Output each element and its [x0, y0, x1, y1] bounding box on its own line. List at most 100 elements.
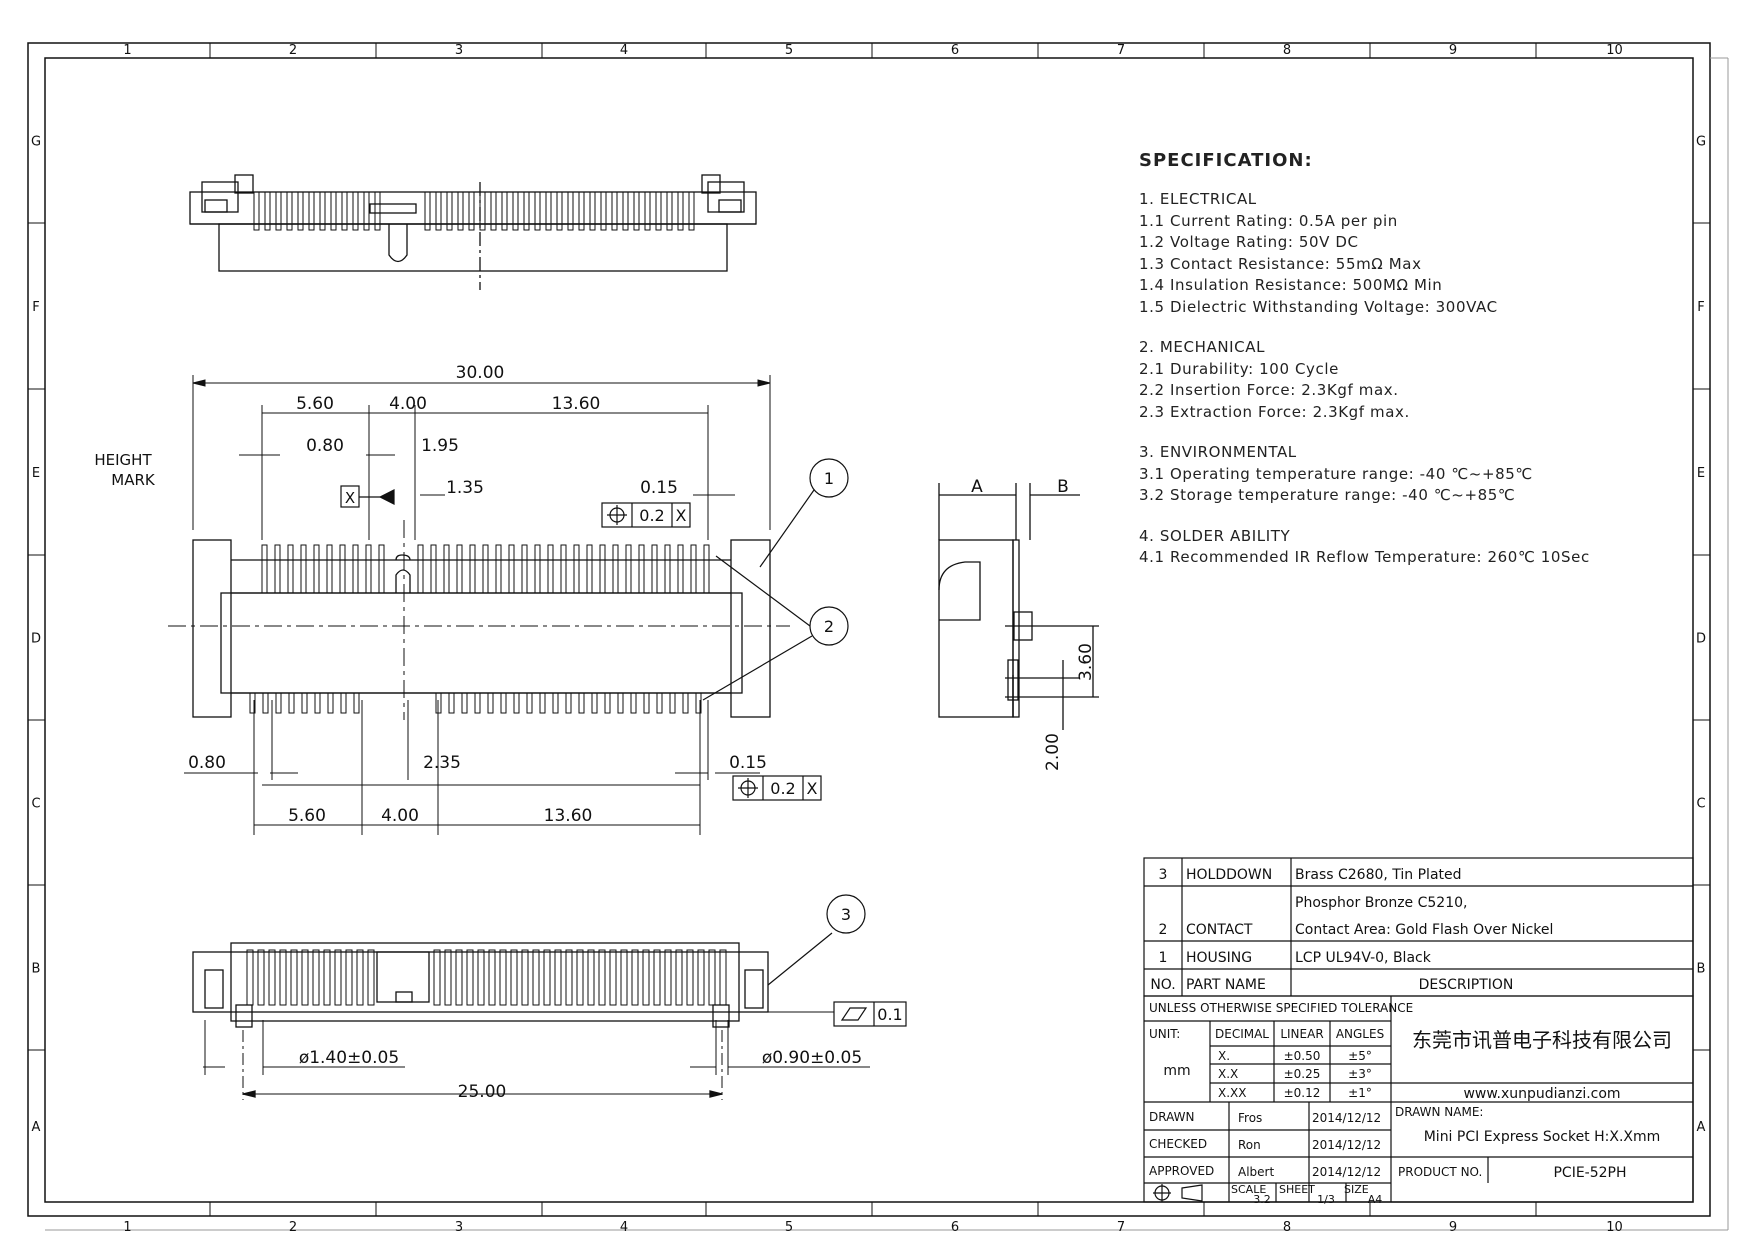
contact-pin	[534, 191, 541, 231]
bom-name-1: HOUSING	[1186, 950, 1252, 966]
contact-pin	[319, 191, 326, 231]
contact-pin	[611, 191, 618, 231]
spec-item: 1.5 Dielectric Withstanding Voltage: 300…	[1139, 297, 1498, 316]
gdt-frames	[340, 485, 907, 1027]
drawn-date: 2014/12/12	[1312, 1111, 1381, 1125]
contact-pin	[688, 191, 695, 231]
bom-desc-1: LCP UL94V-0, Black	[1295, 950, 1432, 966]
contact-pin	[313, 544, 320, 594]
dim-top-a: 5.60	[296, 394, 334, 414]
zone-column-label: 2	[289, 43, 297, 58]
drawn-name-value: Mini PCI Express Socket H:X.Xmm	[1424, 1129, 1661, 1145]
contact-pin	[508, 544, 515, 594]
contact-pin	[246, 949, 254, 1006]
zone-column-label: 9	[1449, 1220, 1457, 1235]
contact-pin	[565, 949, 573, 1006]
approved-by: Albert	[1238, 1165, 1274, 1179]
dim-top-c: 13.60	[552, 394, 601, 414]
contact-pin	[424, 191, 431, 231]
zone-row-label: D	[31, 632, 41, 647]
contact-pin	[677, 544, 684, 594]
contact-pin	[352, 544, 359, 594]
checked-date: 2014/12/12	[1312, 1138, 1381, 1152]
contact-pin	[479, 191, 486, 231]
drawn-name-label: DRAWN NAME:	[1395, 1105, 1483, 1119]
contact-pin	[444, 949, 452, 1006]
spec-item: 3.2 Storage temperature range: -40 ℃~+85…	[1139, 486, 1516, 504]
spec-item: 2.2 Insertion Force: 2.3Kgf max.	[1139, 381, 1399, 399]
spec-item: 2.1 Durability: 100 Cycle	[1139, 359, 1339, 378]
contact-pin	[275, 692, 282, 714]
spec-section-heading: 2. MECHANICAL	[1139, 338, 1266, 356]
bom-desc-2a: Phosphor Bronze C5210,	[1295, 895, 1467, 911]
contact-pin	[523, 191, 530, 231]
tol-row3-dec: X.XX	[1218, 1086, 1246, 1100]
zone-column-label: 10	[1606, 1220, 1623, 1235]
balloon-1: 1	[824, 469, 834, 488]
contact-pin	[560, 544, 567, 594]
bom-no-3: 3	[1159, 867, 1168, 883]
contact-pin	[554, 949, 562, 1006]
bom-header-no: NO.	[1150, 977, 1175, 993]
contact-pin	[690, 544, 697, 594]
dim-peg-span: 25.00	[458, 1082, 507, 1102]
contact-pin	[545, 191, 552, 231]
position-tol-top-datum: X	[676, 506, 687, 525]
approved-date: 2014/12/12	[1312, 1165, 1381, 1179]
outer-border	[27, 42, 1711, 1217]
company-website: www.xunpudianzi.com	[1463, 1086, 1620, 1102]
contact-pin	[589, 191, 596, 231]
zone-column-label: 7	[1117, 1220, 1125, 1235]
approved-label: APPROVED	[1149, 1164, 1214, 1178]
contact-pin	[543, 949, 551, 1006]
contact-pin	[642, 949, 650, 1006]
size-label: SIZE	[1344, 1183, 1369, 1196]
contact-pin	[708, 949, 716, 1006]
contact-pin	[326, 544, 333, 594]
zone-row-label: C	[1696, 797, 1705, 812]
contact-pin	[697, 949, 705, 1006]
contact-pin	[327, 692, 334, 714]
tol-row3-ang: ±1°	[1348, 1086, 1372, 1100]
zone-column-label: 3	[455, 43, 463, 58]
contact-pin	[482, 544, 489, 594]
zone-row-label: D	[1696, 632, 1706, 647]
contact-pin	[378, 544, 385, 594]
contact-pin	[339, 544, 346, 594]
bom-no-2: 2	[1159, 922, 1168, 938]
contact-pin	[510, 949, 518, 1006]
contact-pin	[286, 191, 293, 231]
contact-pin	[591, 692, 598, 714]
bom-no-1: 1	[1159, 950, 1168, 966]
product-no-label: PRODUCT NO.	[1398, 1165, 1482, 1179]
contact-pin	[620, 949, 628, 1006]
contact-pin	[352, 191, 359, 231]
contact-pin	[288, 692, 295, 714]
zone-column-label: 4	[620, 1220, 628, 1235]
contact-pin	[312, 949, 320, 1006]
contact-pin	[675, 949, 683, 1006]
drawn-label: DRAWN	[1149, 1110, 1195, 1124]
contact-pin	[446, 191, 453, 231]
tolerance-title: UNLESS OTHERWISE SPECIFIED TOLERANCE	[1149, 1001, 1413, 1015]
contact-pin	[617, 692, 624, 714]
contact-pin	[448, 692, 455, 714]
contact-pin	[513, 692, 520, 714]
contact-pin	[653, 949, 661, 1006]
contact-pin	[365, 544, 372, 594]
contact-pin	[664, 544, 671, 594]
contact-pin	[604, 692, 611, 714]
dim-pitch: 0.80	[306, 436, 344, 456]
product-no-value: PCIE-52PH	[1553, 1165, 1626, 1181]
dim-peg-left: ø1.40±0.05	[299, 1048, 399, 1068]
bom-header-desc: DESCRIPTION	[1419, 977, 1514, 993]
contact-pin	[655, 191, 662, 231]
dim-key-b: 1.35	[446, 478, 484, 498]
sheet-value: 1/3	[1317, 1193, 1335, 1206]
title-block	[1143, 995, 1694, 1203]
spec-section-heading: 1. ELECTRICAL	[1139, 190, 1257, 208]
contact-pin	[644, 191, 651, 231]
contact-pin	[512, 191, 519, 231]
contact-pin	[500, 692, 507, 714]
